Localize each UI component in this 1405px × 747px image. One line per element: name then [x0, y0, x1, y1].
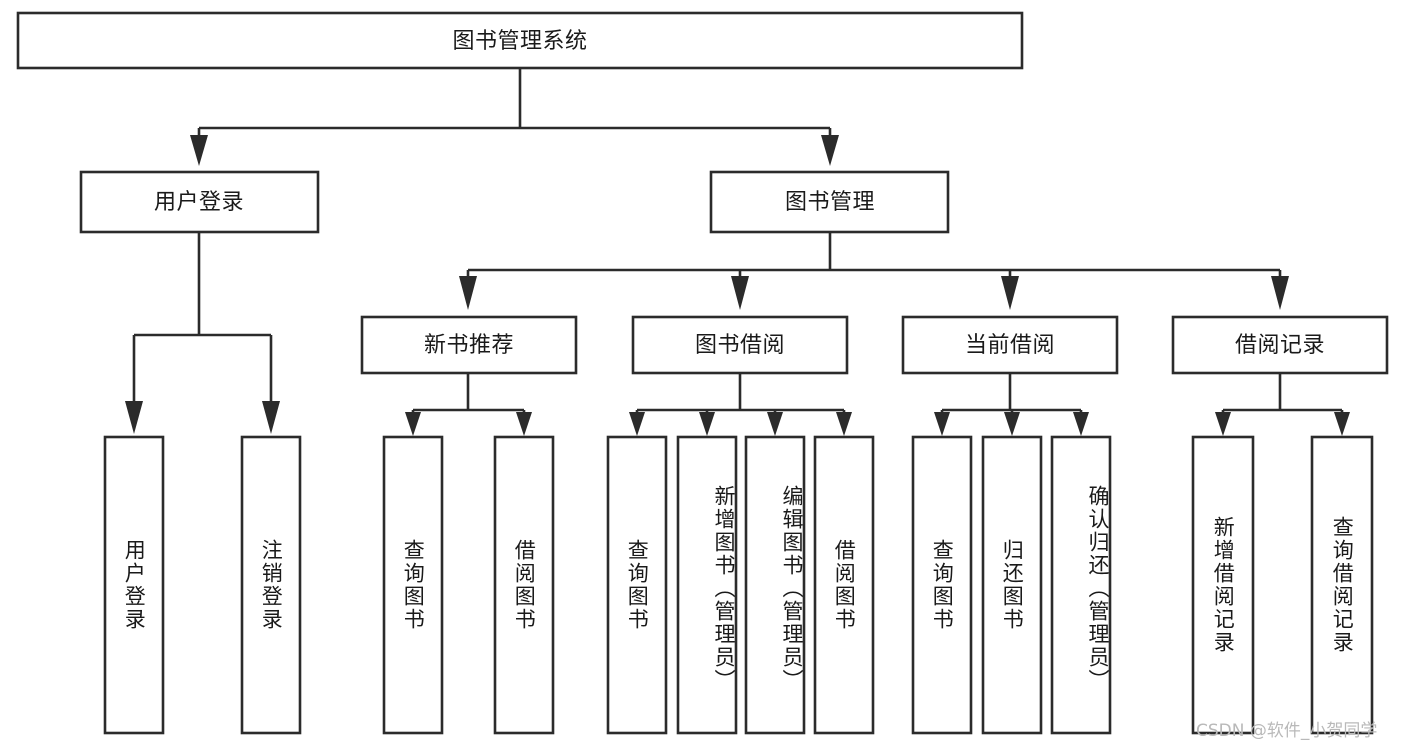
arrowhead-leaf-confirm-return [1073, 412, 1089, 436]
node-book-management-label: 图书管理 [785, 190, 875, 215]
node-leaf-confirm-return[interactable] [1050, 435, 1112, 735]
node-user-login[interactable]: 用户登录 [79, 170, 320, 234]
node-leaf-add-record-rect [1191, 435, 1255, 735]
arrowhead-leaf-query-book-1 [405, 412, 421, 436]
node-leaf-query-book-1[interactable] [382, 435, 444, 735]
arrowhead-leaf-query-book-3 [934, 412, 950, 436]
arrowhead-leaf-query-record [1334, 412, 1350, 436]
node-current-borrow-label: 当前借阅 [965, 333, 1055, 358]
node-new-book-recommend-rect [360, 315, 578, 375]
node-new-book-recommend-label: 新书推荐 [424, 333, 514, 358]
node-leaf-user-login[interactable] [103, 435, 165, 735]
node-leaf-logout-rect [240, 435, 302, 735]
node-user-login-rect [79, 170, 320, 234]
node-leaf-query-book-2[interactable] [606, 435, 668, 735]
arrowhead-leaf-add-record [1215, 412, 1231, 436]
node-root-label: 图书管理系统 [452, 29, 587, 54]
node-leaf-query-book-3[interactable] [911, 435, 973, 735]
node-borrow-record-label: 借阅记录 [1235, 333, 1325, 358]
node-book-borrow[interactable]: 图书借阅 [631, 315, 849, 375]
node-leaf-confirm-return-rect [1050, 435, 1112, 735]
arrowhead-to-book-borrow [731, 276, 749, 310]
node-leaf-borrow-book-1-rect [493, 435, 555, 735]
node-leaf-borrow-book-2[interactable] [813, 435, 875, 735]
node-book-management[interactable]: 图书管理 [709, 170, 950, 234]
arrowhead-to-new-book [459, 276, 477, 310]
node-leaf-add-book[interactable] [676, 435, 738, 735]
node-leaf-borrow-book-2-rect [813, 435, 875, 735]
node-book-borrow-label: 图书借阅 [695, 333, 785, 358]
node-leaf-return-book[interactable] [981, 435, 1043, 735]
node-leaf-query-record-rect [1310, 435, 1374, 735]
arrowhead-leaf-borrow-book-1 [516, 412, 532, 436]
node-leaf-return-book-rect [981, 435, 1043, 735]
node-root-rect [16, 11, 1024, 70]
arrowhead-to-user-login [190, 135, 208, 166]
node-borrow-record-rect [1171, 315, 1389, 375]
node-user-login-label: 用户登录 [154, 190, 244, 215]
arrowhead-leaf-logout [262, 401, 280, 434]
arrowhead-leaf-edit-book [767, 412, 783, 436]
node-borrow-record[interactable]: 借阅记录 [1171, 315, 1389, 375]
node-leaf-query-book-2-rect [606, 435, 668, 735]
node-leaf-borrow-book-1[interactable] [493, 435, 555, 735]
node-leaf-edit-book-rect [744, 435, 806, 735]
node-book-management-rect [709, 170, 950, 234]
arrowhead-to-borrow-record [1271, 276, 1289, 310]
node-leaf-add-record[interactable] [1191, 435, 1255, 735]
csdn-watermark: CSDN @软件_小贺同学 [1196, 721, 1378, 741]
node-leaf-edit-book[interactable] [744, 435, 806, 735]
node-leaf-query-book-3-rect [911, 435, 973, 735]
node-leaf-query-record[interactable] [1310, 435, 1374, 735]
arrowhead-leaf-return-book [1004, 412, 1020, 436]
connectors [125, 68, 1350, 436]
arrowhead-leaf-borrow-book-2 [836, 412, 852, 436]
node-current-borrow-rect [901, 315, 1119, 375]
node-leaf-logout[interactable] [240, 435, 302, 735]
node-current-borrow[interactable]: 当前借阅 [901, 315, 1119, 375]
node-leaf-add-book-rect [676, 435, 738, 735]
node-leaf-query-book-1-rect [382, 435, 444, 735]
arrowhead-leaf-query-book-2 [629, 412, 645, 436]
node-book-borrow-rect [631, 315, 849, 375]
node-root[interactable]: 图书管理系统 [16, 11, 1024, 70]
node-leaf-user-login-rect [103, 435, 165, 735]
arrowhead-leaf-user-login [125, 401, 143, 434]
arrowhead-to-book-management [821, 135, 839, 166]
arrowhead-to-current-borrow [1001, 276, 1019, 310]
node-new-book-recommend[interactable]: 新书推荐 [360, 315, 578, 375]
arrowhead-leaf-add-book [699, 412, 715, 436]
